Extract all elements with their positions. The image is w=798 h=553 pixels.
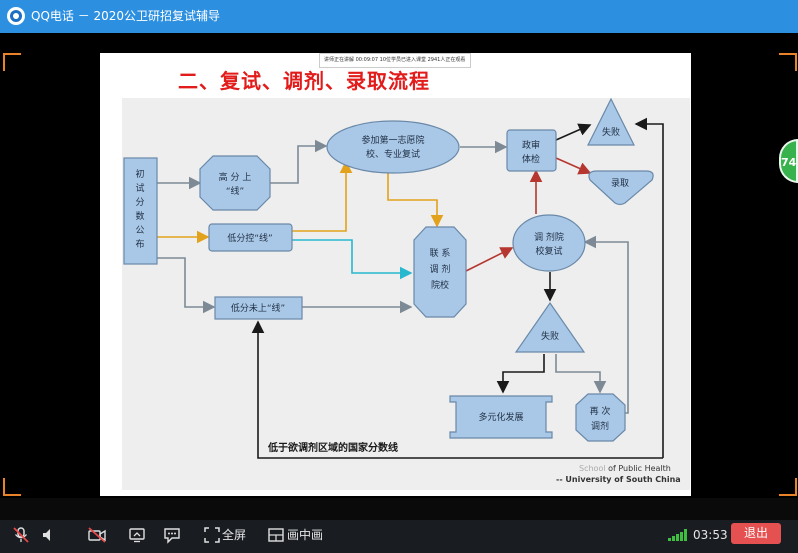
corner-mark-icon <box>779 478 797 496</box>
node-publish <box>123 157 158 265</box>
label-high-2: “线” <box>226 185 244 197</box>
slide-credit-school: School of Public Health <box>579 464 671 473</box>
node-contact <box>413 226 467 318</box>
label-adjust-1: 调 剂院 <box>534 231 564 243</box>
label-fail-top: 失败 <box>602 126 620 138</box>
label-political-1: 政审 <box>522 139 540 151</box>
label-diversify: 多元化发展 <box>478 411 523 423</box>
node-fail-mid <box>514 301 586 353</box>
picture-in-picture-button[interactable]: 画中画 <box>287 528 324 542</box>
live-notification: 讲师正在讲解 00:09:07 10位学员已进入课堂 2941人正在观看 <box>319 53 471 68</box>
label-publish-2: 试 <box>135 182 144 194</box>
label-publish-3: 分 <box>135 197 144 208</box>
node-diversify <box>449 395 553 439</box>
label-bottom-line: 低于欲调剂区域的国家分数线 <box>267 441 398 454</box>
corner-mark-icon <box>3 478 21 496</box>
fullscreen-icon[interactable] <box>204 527 220 543</box>
label-adjust-2: 校复试 <box>535 245 562 257</box>
call-toolbar <box>0 520 798 553</box>
node-low-fail <box>214 296 303 320</box>
edge-readjust-adjust <box>583 235 629 414</box>
label-contact-1: 联 系 <box>430 248 451 259</box>
window-title: QQ电话 － 2020公卫研招复试辅导 <box>31 9 221 23</box>
label-publish-6: 布 <box>135 238 144 250</box>
label-low-fail: 低分未上“线” <box>231 302 285 314</box>
speaker-icon[interactable] <box>40 526 58 544</box>
exit-call-button[interactable]: 退出 <box>731 523 781 544</box>
label-publish-5: 公 <box>135 225 144 236</box>
slide-title: 二、复试、调剂、录取流程 <box>178 69 430 93</box>
edge-first-contact <box>387 172 444 228</box>
edge-publish-lowfail <box>157 257 216 314</box>
node-low-control <box>208 223 293 252</box>
label-first-2: 校、专业复试 <box>366 148 420 160</box>
edge-contact-adjust <box>465 247 514 272</box>
mic-muted-icon[interactable] <box>12 526 30 544</box>
label-contact-2: 调 剂 <box>430 263 451 275</box>
edge-lowcontrol-contact <box>292 239 413 280</box>
node-fail-top <box>587 97 635 146</box>
label-publish-1: 初 <box>135 168 144 180</box>
label-publish-4: 数 <box>135 210 144 222</box>
label-low-control: 低分控“线” <box>227 232 272 244</box>
node-first-choice <box>326 120 460 174</box>
slide-credit-university: -- University of South China <box>556 475 681 484</box>
node-adjust-school <box>512 214 586 272</box>
edge-high-first <box>268 139 328 184</box>
picture-in-picture-icon[interactable] <box>268 527 284 543</box>
edge-failmid-diversify <box>496 354 545 394</box>
label-readjust-2: 调剂 <box>591 420 609 432</box>
label-political-2: 体检 <box>522 153 540 165</box>
edge-lowcontrol-first <box>292 160 353 232</box>
edge-political-admit <box>555 157 592 175</box>
label-fail-mid: 失败 <box>541 330 559 342</box>
whiteboard-icon[interactable] <box>163 526 181 544</box>
label-high-1: 高 分 上 <box>219 171 252 183</box>
fullscreen-button[interactable]: 全屏 <box>222 528 247 542</box>
node-political <box>506 129 557 172</box>
camera-off-icon[interactable] <box>87 526 107 544</box>
label-first-1: 参加第一志愿院 <box>361 134 424 146</box>
label-contact-3: 院校 <box>431 279 449 291</box>
edge-failmid-readjust <box>555 354 607 394</box>
corner-mark-icon <box>779 53 797 71</box>
label-readjust-1: 再 次 <box>590 405 611 417</box>
corner-mark-icon <box>3 53 21 71</box>
signal-strength-icon <box>668 529 687 541</box>
node-readjust <box>575 393 626 442</box>
screen-share-icon[interactable] <box>128 526 146 544</box>
node-high <box>199 155 271 211</box>
edge-bottom-lowfail <box>251 320 663 459</box>
title-bar: QQ电话 － 2020公卫研招复试辅导 <box>0 0 798 33</box>
node-admit <box>588 170 654 206</box>
label-admit: 录取 <box>611 178 629 189</box>
edge-bottom-fail <box>634 117 664 458</box>
edge-political-fail <box>555 123 592 141</box>
call-timer: 03:53 <box>693 528 728 542</box>
qq-logo-icon <box>7 7 25 25</box>
